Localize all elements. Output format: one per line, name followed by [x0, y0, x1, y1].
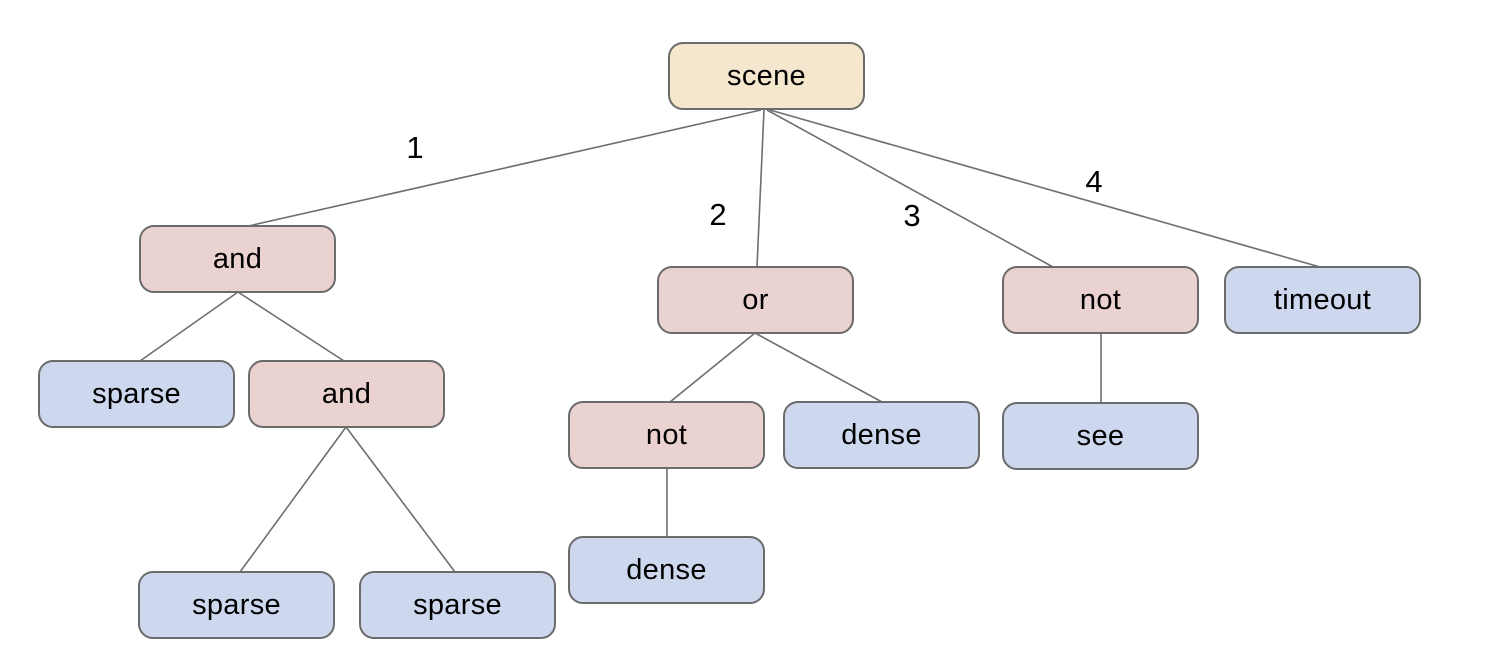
node-and-2: and — [248, 360, 445, 428]
node-and-1: and — [139, 225, 336, 293]
edge-and-sparse — [139, 291, 239, 362]
node-dense-1: dense — [783, 401, 980, 469]
node-or-1: or — [657, 266, 854, 334]
edge-and2-sparse — [239, 426, 347, 573]
edge-and-and — [237, 291, 345, 362]
edge-or-dense — [754, 332, 883, 403]
edge-label-1: 1 — [406, 130, 424, 165]
edge-scene-and — [243, 109, 762, 228]
node-not-1: not — [1002, 266, 1199, 334]
node-sparse-3: sparse — [359, 571, 556, 639]
edge-scene-not — [766, 109, 1054, 268]
edge-or-not — [669, 332, 756, 403]
node-sparse-2: sparse — [138, 571, 335, 639]
edge-label-2: 2 — [709, 197, 727, 232]
node-not-2: not — [568, 401, 765, 469]
edge-scene-timeout — [769, 109, 1321, 268]
edge-label-3: 3 — [903, 198, 921, 233]
node-timeout-1: timeout — [1224, 266, 1421, 334]
node-see-1: see — [1002, 402, 1199, 470]
node-scene: scene — [668, 42, 865, 110]
edge-label-4: 4 — [1085, 164, 1103, 199]
edge-scene-or — [756, 109, 765, 268]
node-dense-2: dense — [568, 536, 765, 604]
edge-and2-sparse2 — [345, 426, 456, 573]
node-sparse-1: sparse — [38, 360, 235, 428]
